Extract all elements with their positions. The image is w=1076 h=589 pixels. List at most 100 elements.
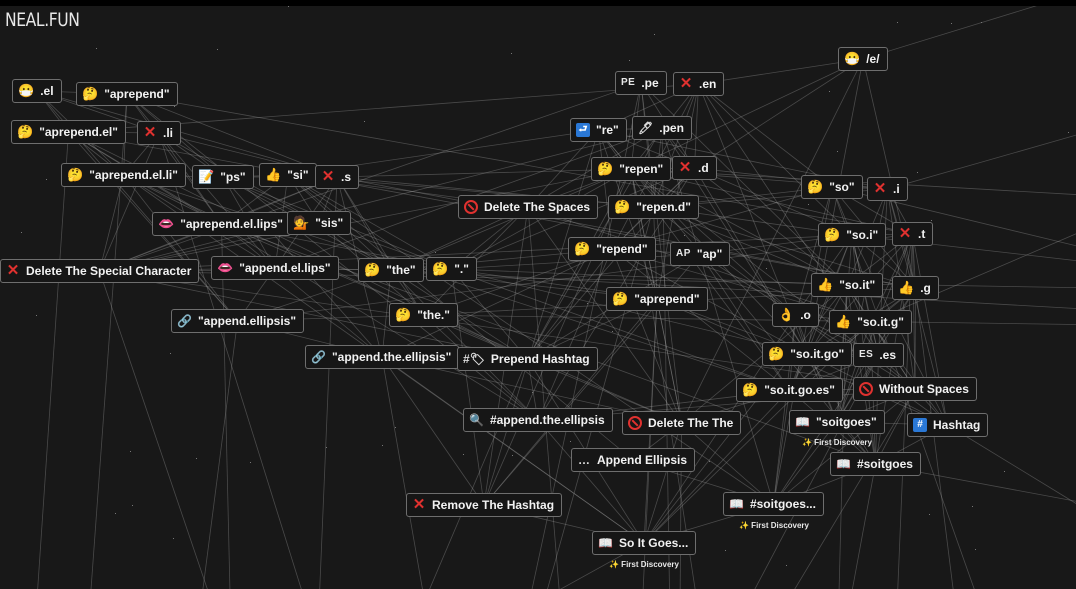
element-d[interactable]: ✕.d [672,156,717,180]
connection-line [451,268,808,355]
element-so-it-g[interactable]: 👍"so.it.g" [829,310,912,334]
mask-icon: 😷 [844,51,861,66]
element-li[interactable]: ✕.li [137,121,182,145]
element-s[interactable]: ✕.s [315,165,360,189]
cross-mark-icon: ✕ [898,225,912,242]
star-dot [808,204,809,205]
element-ps[interactable]: 📝"ps" [192,165,254,189]
element-label: "si" [287,168,309,182]
element-label: .d [698,161,709,175]
connection-line [643,389,790,544]
element-without-spaces[interactable]: Without Spaces [853,377,977,401]
element-delete-special[interactable]: ✕Delete The Special Character [0,259,200,283]
element-en[interactable]: ✕.en [673,72,725,96]
star-dot [1068,132,1069,133]
element-pen[interactable]: 🖊.pen [632,116,692,140]
star-dot [435,252,436,253]
element-e[interactable]: 😷/e/ [838,47,888,71]
element-append-ellipsis[interactable]: 🔗"append.ellipsis" [171,309,305,333]
element-repen-d[interactable]: 🤔"repen.d" [608,195,699,219]
element-label: "append.the.ellipsis" [331,350,452,364]
connection-line [694,58,864,169]
connection-line [451,168,632,270]
element-label: "aprepend.el.lips" [180,217,283,231]
connection-line [99,127,663,272]
element-el[interactable]: 😷.el [12,79,62,103]
element-si[interactable]: 👍 "si" [259,163,317,187]
element-aprepend-el-lips[interactable]: 👄 "aprepend.el.lips" [152,212,291,236]
thumbs-up-icon: 👍 [265,167,282,182]
element-hash-soitgoes-dots[interactable]: 📖#soitgoes... [723,492,824,516]
cross-mark-icon: ✕ [143,124,157,141]
element-i[interactable]: ✕.i [867,177,908,201]
element-aprepend-el[interactable]: 🤔"aprepend.el" [11,120,126,144]
star-dot [532,392,533,393]
connection-line [390,269,528,360]
element-so-it-go-es[interactable]: 🤔"so.it.go.es" [736,378,843,402]
element-append-el-lips[interactable]: 👄"append.el.lips" [211,256,339,280]
star-dot [684,235,685,236]
element-g[interactable]: 👍.g [892,276,939,300]
element-hashtag[interactable]: #Hashtag [907,413,989,437]
connection-line [694,167,848,286]
star-dot [96,48,97,49]
element-repend[interactable]: 🤔"repend" [568,237,656,261]
magnifier-icon: 🔍 [469,413,484,427]
connection-line [870,321,948,426]
cross-mark-icon: ✕ [873,180,887,197]
element-hash-soitgoes[interactable]: 📖#soitgoes [830,452,921,476]
element-label: Prepend Hashtag [490,352,590,366]
element-aprepend2[interactable]: 🤔"aprepend" [606,287,708,311]
element-prepend-hashtag[interactable]: #🏷Prepend Hashtag [457,347,598,371]
element-aprepend-el-li[interactable]: 🤔"aprepend.el.li" [61,163,186,187]
woman-tipping-hand-icon: 💁 [293,215,310,230]
element-the-dot[interactable]: 🤔"the." [389,303,458,327]
star-dot [837,151,838,152]
element-ap[interactable]: AP"ap" [670,242,731,266]
element-so-i[interactable]: 🤔"so.i" [818,223,887,247]
element-so[interactable]: 🤔"so" [801,175,863,199]
lips-icon: 👄 [158,216,175,231]
element-pe[interactable]: PE.pe [615,71,667,95]
star-dot [931,220,932,221]
element-so-it[interactable]: 👍"so.it" [811,273,884,297]
neal-fun-logo[interactable]: NEAL.FUN [5,9,80,31]
star-dot [250,462,251,463]
connection-line [611,248,871,323]
element-o[interactable]: 👌.o [772,303,819,327]
element-t[interactable]: ✕.t [892,222,934,246]
element-repen[interactable]: 🤔"repen" [591,157,672,181]
element-label: .o [800,308,811,322]
crafting-canvas[interactable]: NEAL.FUN 😷.el 🤔"aprepend" 🤔"aprepend.el" ✕.… [0,6,1076,589]
connection-line [694,83,699,169]
connection-line [99,270,528,360]
element-sis[interactable]: 💁"sis" [287,211,352,235]
element-delete-spaces[interactable]: Delete The Spaces [458,195,599,219]
element-soitgoes-q[interactable]: 📖"soitgoes" [789,410,885,434]
star-dot [326,447,327,448]
connection-line [699,253,790,391]
connection-line [390,269,1076,309]
connection-line [483,298,658,506]
element-dot[interactable]: 🤔"." [426,257,477,281]
thinking-face-icon: 🤔 [614,199,631,214]
element-label: #append.the.ellipsis [489,413,605,427]
element-hash-append[interactable]: 🔍 #append.the.ellipsis [463,408,613,432]
element-so-it-goes[interactable]: 📖So It Goes... [592,531,697,555]
connection-line [319,176,338,589]
element-delete-the-the[interactable]: Delete The The [622,411,742,435]
element-so-it-go[interactable]: 🤔"so.it.go" [762,342,853,366]
connection-line [221,223,231,589]
element-append-the-ellipsis[interactable]: 🔗"append.the.ellipsis" [305,345,460,369]
element-label: Delete The Spaces [484,200,591,214]
element-es[interactable]: ES.es [853,343,905,367]
element-append-ellipsis2[interactable]: …Append Ellipsis [571,448,696,472]
connection-line [318,222,790,391]
element-remove-hashtag[interactable]: ✕Remove The Hashtag [406,493,563,517]
cross-mark-icon: ✕ [412,496,426,513]
element-the1[interactable]: 🤔"the" [358,258,424,282]
element-aprepend1[interactable]: 🤔"aprepend" [76,82,178,106]
star-dot [587,303,588,304]
connection-line [202,320,238,589]
element-re[interactable]: ⮐"re" [570,118,627,142]
